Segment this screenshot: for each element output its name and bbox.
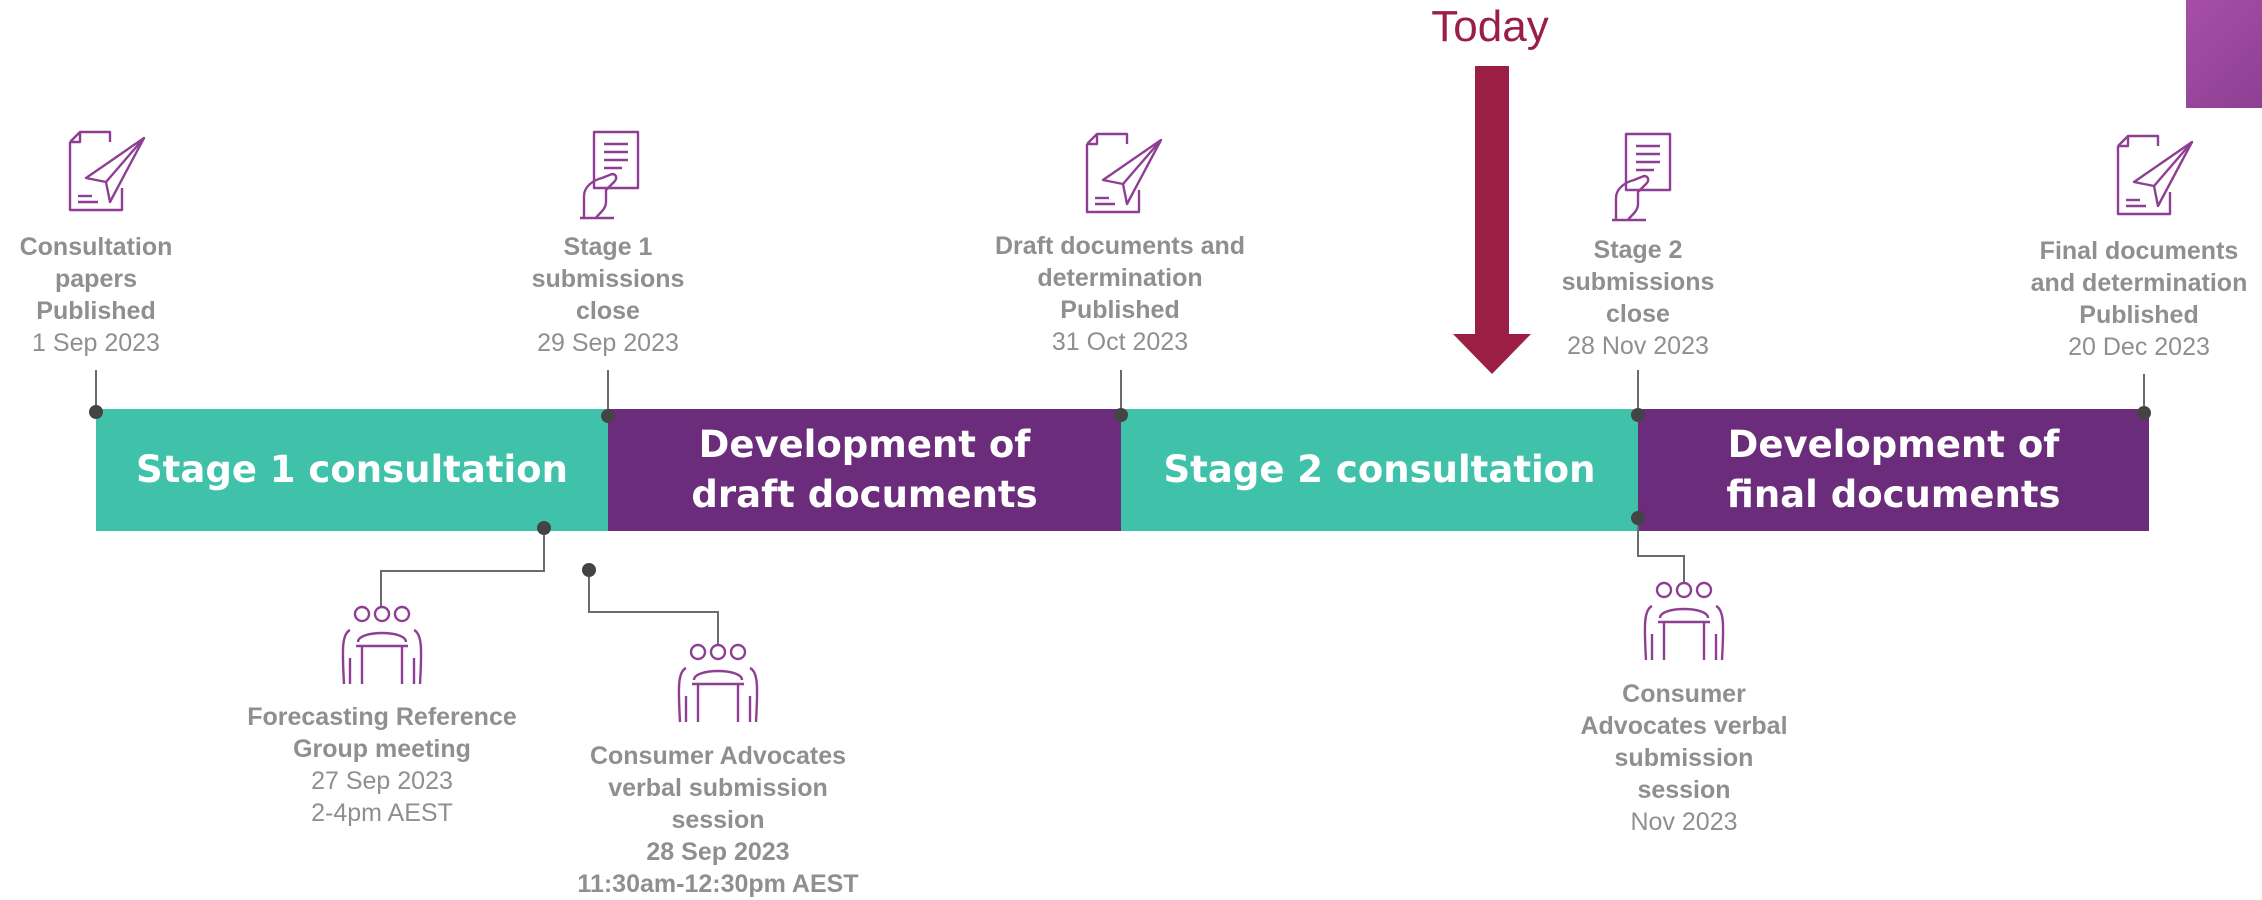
milestone-dot [2137, 406, 2151, 420]
hand-document-icon [580, 130, 640, 220]
milestone-date: 1 Sep 2023 [32, 329, 160, 357]
today-label: Today [1431, 2, 1549, 51]
meeting-dot [582, 563, 596, 577]
milestone-final-published: Final documents and determination Publis… [2016, 235, 2262, 363]
milestone-date: 31 Oct 2023 [1051, 328, 1189, 356]
milestone-date: 28 Nov 2023 [1567, 332, 1709, 360]
meeting-consumer-advocates-nov: Consumer Advocates verbal submission ses… [1548, 678, 1820, 838]
meeting-date: 27 Sep 2023 [311, 767, 453, 795]
phase-label: Development of draft documents [691, 423, 1038, 516]
meeting-group-icon [677, 643, 759, 723]
paper-plane-document-icon [1085, 132, 1163, 214]
milestone-stage1-close: Stage 1 submissions close 29 Sep 2023 [488, 231, 728, 359]
milestone-title: Final documents and determination Publis… [2030, 237, 2248, 329]
milestone-dot [601, 409, 615, 423]
meeting-title: Forecasting Reference Group meeting [247, 703, 517, 763]
milestone-stage2-close: Stage 2 submissions close 28 Nov 2023 [1518, 234, 1758, 362]
milestone-title: Consultation papers Published [19, 233, 173, 325]
phase-bar-stage1: Stage 1 consultation [96, 409, 608, 531]
milestone-consultation-papers: Consultation papers Published 1 Sep 2023 [0, 231, 192, 359]
phase-label: Stage 1 consultation [136, 448, 568, 491]
paper-plane-document-icon [68, 130, 146, 212]
meeting-forecasting-reference-group: Forecasting Reference Group meeting 27 S… [222, 701, 542, 829]
meeting-title: Consumer Advocates verbal submission ses… [1580, 680, 1788, 804]
phase-label: Development of final documents [1726, 423, 2061, 516]
meeting-dot [537, 521, 551, 535]
milestone-dot [1114, 408, 1128, 422]
meeting-date: 28 Sep 2023 [646, 838, 790, 866]
milestone-dot [89, 405, 103, 419]
meeting-time: 11:30am-12:30pm AEST [577, 870, 859, 898]
milestone-draft-published: Draft documents and determination Publis… [960, 230, 1280, 358]
milestone-dot [1631, 408, 1645, 422]
milestone-date: 20 Dec 2023 [2068, 333, 2210, 361]
meeting-group-icon [341, 605, 423, 685]
meeting-consumer-advocates-sep: Consumer Advocates verbal submission ses… [548, 740, 888, 900]
phase-bar-final: Development of final documents [1638, 409, 2149, 531]
milestone-title: Draft documents and determination Publis… [994, 232, 1246, 324]
milestone-title: Stage 2 submissions close [1561, 236, 1715, 328]
phase-bar-stage2: Stage 2 consultation [1121, 409, 1638, 531]
milestone-date: 29 Sep 2023 [537, 329, 679, 357]
meeting-time: 2-4pm AEST [311, 799, 453, 827]
meeting-title: Consumer Advocates verbal submission ses… [589, 742, 847, 834]
phase-label: Stage 2 consultation [1163, 448, 1596, 491]
meeting-group-icon [1643, 581, 1725, 661]
phase-bar-draft: Development of draft documents [608, 409, 1121, 531]
corner-accent [2186, 0, 2262, 108]
today-arrow [1453, 66, 1531, 374]
hand-document-icon [1612, 132, 1672, 222]
paper-plane-document-icon [2116, 134, 2194, 216]
meeting-dot [1631, 511, 1645, 525]
meeting-date: Nov 2023 [1630, 808, 1738, 836]
milestone-title: Stage 1 submissions close [531, 233, 685, 325]
